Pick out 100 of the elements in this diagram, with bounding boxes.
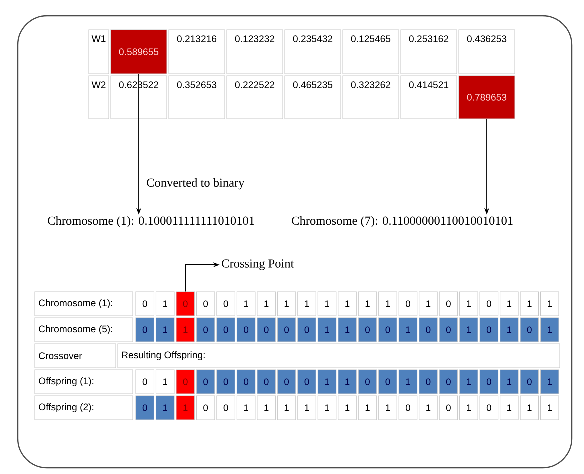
bit-cell: 1 [236,292,256,316]
bit-cell: 1 [257,292,276,316]
bit-cell: 1 [419,292,438,316]
bit-cell: 0 [398,396,418,420]
bit-cell: 1 [176,318,195,342]
bit-cell: 0 [358,318,378,342]
bit-cell: 1 [500,318,519,342]
bit-cell: 0 [257,370,276,394]
bit-cell: 0 [277,318,296,342]
bit-cell: 0 [277,370,296,394]
bit-cell: 0 [378,318,398,342]
bit-cell: 1 [277,396,296,420]
bit-cell: 0 [520,370,540,394]
bit-cell: 1 [460,396,478,420]
bit-cell: 1 [318,370,337,394]
bit-cell: 1 [378,292,398,316]
bit-cell: 0 [196,292,216,316]
crossing-point-text: Crossing Point [222,260,294,270]
bit-cell: 1 [540,370,560,394]
bit-cell: 1 [338,318,357,342]
bit-cell: 0 [439,396,458,420]
table-cell: 0.323262 [342,76,400,120]
bit-cell: 0 [136,396,155,420]
bit-cell: 0 [298,370,316,394]
bit-cell: 0 [398,292,418,316]
row-header-cell: Chromosome (1): [34,292,134,316]
bit-cell: 1 [156,318,175,342]
bit-cell: 0 [136,292,155,316]
bit-cell: 1 [298,396,316,420]
bit-cell: 0 [236,318,256,342]
bit-cell: 0 [480,396,499,420]
bit-cell: 0 [439,292,458,316]
bit-cell: 1 [460,318,478,342]
bit-cell: 0 [378,370,398,394]
bit-cell: 0 [216,318,236,342]
bit-cell: 0 [480,318,499,342]
bit-cell: 1 [540,292,560,316]
bit-cell: 0 [136,370,155,394]
table-cell: W1 [88,30,110,74]
bit-cell: 1 [358,396,378,420]
bit-cell: 1 [460,292,478,316]
bit-cell: 1 [520,292,540,316]
highlighted-cell: 0.589655 [110,30,168,74]
bit-cell: 1 [236,396,256,420]
bit-cell: 0 [419,318,438,342]
bit-cell: 0 [419,370,438,394]
bit-cell: 1 [419,396,438,420]
bit-cell: 1 [298,292,316,316]
bit-cell: 1 [156,396,175,420]
highlighted-cell: 0.789653 [458,76,516,120]
table-cell: 0.465235 [284,76,342,120]
bit-cell: 1 [500,292,519,316]
bit-cell: 0 [439,370,458,394]
bit-cell: 0 [196,370,216,394]
bit-cell: 0 [236,370,256,394]
bit-cell: 1 [318,318,337,342]
bit-cell: 1 [156,292,175,316]
bit-cell: 0 [257,318,276,342]
bit-cell: 0 [216,370,236,394]
table-cell: 0.436253 [458,30,516,74]
bit-cell: 1 [257,396,276,420]
chromosome-text: Chromosome (1): 0.100011111111010101 [48,216,254,228]
bit-cell: 0 [439,318,458,342]
bit-cell: 1 [338,370,357,394]
table-cell: W2 [88,76,110,120]
bit-cell: 1 [318,292,337,316]
bit-cell: 1 [398,370,418,394]
chromosome-text: Chromosome (7): 0.11000000110010010101 [292,216,513,228]
bit-cell: 1 [540,396,560,420]
table-cell: 0.253162 [400,30,458,74]
table-cell: 0.235432 [284,30,342,74]
bit-cell: 1 [500,370,519,394]
bit-cell: 1 [398,318,418,342]
bit-cell: 0 [176,370,195,394]
bit-cell: 0 [196,318,216,342]
bit-cell: 1 [540,318,560,342]
table-cell: 0.414521 [400,76,458,120]
bit-cell: 1 [277,292,296,316]
bit-cell: 1 [176,396,195,420]
annotation-text: Converted to binary [147,178,245,190]
table-cell: 0.213216 [168,30,226,74]
bit-cell: 1 [520,396,540,420]
row-header-cell: Offspring (1): [34,370,134,394]
bit-cell: 1 [460,370,478,394]
bit-cell: 0 [298,318,316,342]
bit-cell: 1 [378,396,398,420]
table-cell: 0.352653 [168,76,226,120]
bit-cell: 0 [216,396,236,420]
highlighted-bit-cell: 0 [176,292,195,316]
row-header-cell: Chromosome (5): [34,318,134,342]
table-cell: 0.123232 [226,30,284,74]
bit-cell: 1 [500,396,519,420]
bit-cell: 0 [520,318,540,342]
bit-cell: 0 [196,396,216,420]
bit-cell: 1 [338,396,357,420]
table-cell: 0.222522 [226,76,284,120]
bit-cell: 0 [358,370,378,394]
bit-cell: 0 [480,370,499,394]
bit-cell: 1 [156,370,175,394]
bit-cell: 1 [338,292,357,316]
